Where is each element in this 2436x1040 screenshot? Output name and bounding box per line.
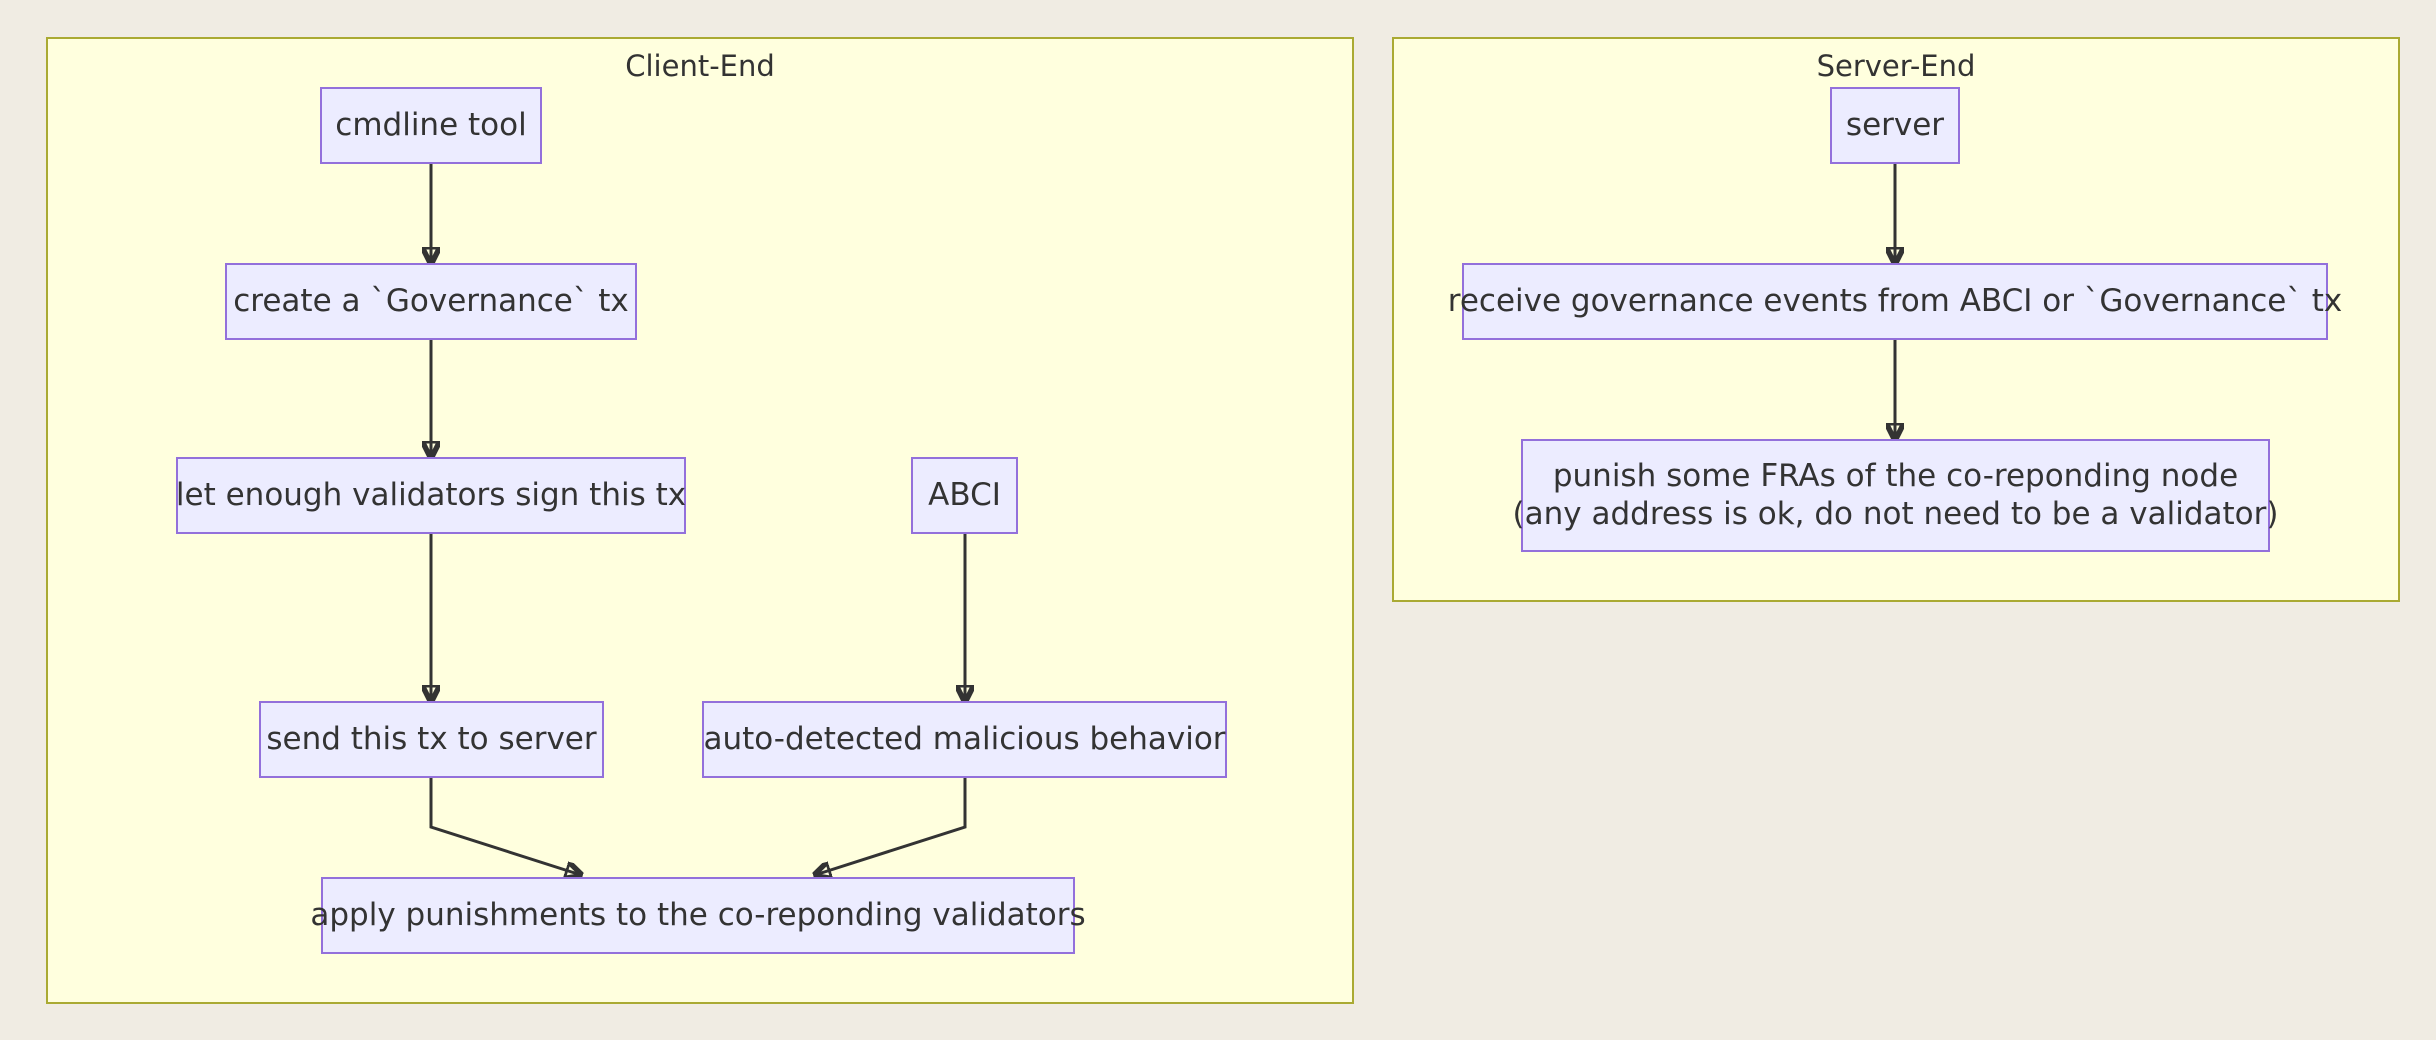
server-node: server [1830,87,1960,164]
punish-fras-line1: punish some FRAs of the co-reponding nod… [1552,458,2239,495]
receive-governance-events-node: receive governance events from ABCI or `… [1448,263,2342,340]
abci-node: ABCI [911,457,1018,534]
client-end-title: Client-End [625,49,775,83]
create-governance-tx-node: create a `Governance` tx [225,263,637,340]
punish-fras-line2: (any address is ok, do not need to be a … [1512,495,2279,532]
sign-tx-node: let enough validators sign this tx [176,457,686,534]
auto-detected-behavior-node: auto-detected malicious behavior [702,701,1227,778]
send-tx-node: send this tx to server [259,701,604,778]
punish-fras-node: punish some FRAs of the co-reponding nod… [1513,439,2278,552]
apply-punishments-node: apply punishments to the co-reponding va… [310,877,1086,954]
cmdline-tool-node: cmdline tool [320,87,542,164]
server-end-title: Server-End [1816,49,1976,83]
